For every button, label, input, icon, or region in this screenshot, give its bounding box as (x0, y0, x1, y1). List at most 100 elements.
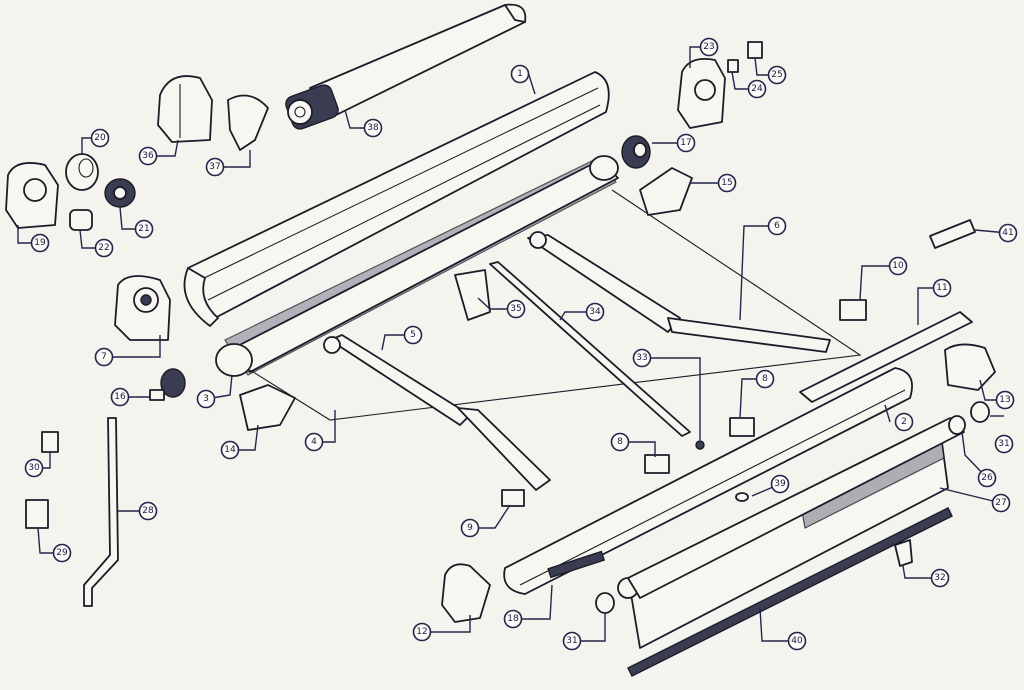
part-ring-31b (595, 592, 615, 614)
callout: 4 (304, 432, 324, 452)
callout: 5 (403, 325, 423, 345)
part-end-cap-19 (5, 162, 59, 229)
callout: 7 (94, 347, 114, 367)
svg-text:26: 26 (981, 473, 993, 483)
svg-text:14: 14 (224, 445, 236, 455)
part-crank-handle (83, 417, 119, 607)
callout: 1 (510, 64, 530, 84)
svg-text:8: 8 (617, 437, 623, 447)
part-bracket-14 (239, 384, 296, 431)
part-clip-35 (454, 269, 491, 321)
svg-text:21: 21 (138, 224, 149, 234)
svg-text:13: 13 (999, 395, 1010, 405)
svg-text:12: 12 (416, 627, 427, 637)
callout: 29 (52, 543, 72, 563)
callout: 28 (138, 501, 158, 521)
part-gear-17 (621, 135, 651, 169)
callout: 39 (770, 474, 790, 494)
callout: 27 (991, 493, 1011, 513)
part-plate-24 (727, 59, 739, 73)
callout: 41 (998, 223, 1018, 243)
part-bracket-15 (639, 167, 693, 216)
svg-text:34: 34 (589, 307, 601, 317)
svg-text:31: 31 (566, 636, 577, 646)
part-clip-10 (839, 299, 867, 321)
callout: 33 (632, 348, 652, 368)
svg-text:35: 35 (510, 304, 521, 314)
callout: 12 (412, 622, 432, 642)
svg-text:31: 31 (998, 439, 1009, 449)
callout: 21 (134, 219, 154, 239)
part-front-profile (503, 367, 913, 595)
part-fabric-roller (215, 155, 862, 421)
svg-text:24: 24 (751, 84, 763, 94)
svg-text:1: 1 (517, 69, 523, 79)
svg-text:27: 27 (995, 498, 1006, 508)
callout: 24 (747, 79, 767, 99)
svg-text:10: 10 (892, 261, 904, 271)
svg-text:32: 32 (934, 573, 945, 583)
part-screw-39 (735, 492, 749, 502)
part-end-piece-12 (441, 563, 491, 623)
svg-text:5: 5 (410, 330, 416, 340)
callout: 13 (995, 390, 1015, 410)
callout: 8 (755, 369, 775, 389)
svg-text:40: 40 (791, 636, 803, 646)
callout: 18 (503, 609, 523, 629)
svg-text:41: 41 (1002, 228, 1013, 238)
part-ring-21 (104, 178, 136, 208)
callout: 34 (585, 302, 605, 322)
part-bearing-20 (65, 153, 99, 191)
svg-text:23: 23 (703, 42, 714, 52)
callout: 9 (460, 518, 480, 538)
svg-text:25: 25 (771, 70, 782, 80)
callout: 15 (717, 173, 737, 193)
part-valance (617, 415, 966, 677)
callout: 20 (90, 128, 110, 148)
svg-text:30: 30 (28, 463, 40, 473)
part-end-cap-left (114, 275, 171, 341)
svg-text:36: 36 (142, 151, 154, 161)
callout: 31 (562, 631, 582, 651)
svg-text:29: 29 (56, 548, 68, 558)
callout: 19 (30, 233, 50, 253)
part-arm-upper (527, 231, 831, 353)
svg-text:39: 39 (774, 479, 786, 489)
part-ring-31a (970, 401, 990, 423)
callout: 25 (767, 65, 787, 85)
callout: 11 (932, 278, 952, 298)
callout: 22 (94, 238, 114, 258)
part-support-pole (489, 261, 691, 437)
callout: 3 (196, 389, 216, 409)
svg-text:3: 3 (203, 394, 209, 404)
callout: 2 (894, 412, 914, 432)
svg-text:38: 38 (367, 123, 379, 133)
part-clip-8a (729, 417, 755, 437)
svg-text:33: 33 (636, 353, 647, 363)
part-cassette-housing (183, 71, 610, 327)
callout: 6 (767, 216, 787, 236)
part-hinge-41 (929, 219, 976, 249)
svg-text:6: 6 (774, 221, 780, 231)
svg-text:4: 4 (311, 437, 317, 447)
part-plug-22 (69, 209, 93, 231)
part-end-cap-13 (944, 343, 996, 391)
svg-text:2: 2 (901, 417, 907, 427)
callout: 10 (888, 256, 908, 276)
callout: 37 (205, 157, 225, 177)
part-end-cap-23 (677, 57, 726, 129)
part-plate-25 (747, 41, 763, 59)
part-arm-lower (323, 334, 551, 491)
part-clip-9 (501, 489, 525, 507)
callout: 8 (610, 432, 630, 452)
part-bracket-29 (25, 499, 49, 529)
part-hub-16 (149, 368, 186, 401)
callout: 17 (676, 133, 696, 153)
svg-text:18: 18 (507, 614, 519, 624)
callout: 30 (24, 458, 44, 478)
callout: 32 (930, 568, 950, 588)
callout: 38 (363, 118, 383, 138)
svg-text:17: 17 (680, 138, 691, 148)
callout: 16 (110, 387, 130, 407)
